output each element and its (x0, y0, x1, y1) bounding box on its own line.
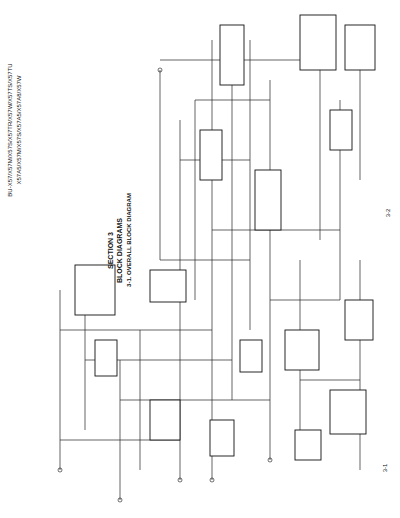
terminal-marks (58, 68, 272, 502)
circuit-blocks (75, 15, 375, 460)
section-title: SECTION 3 (106, 232, 113, 269)
page-number: 3-2 (385, 209, 391, 218)
page-number: 3-1 (382, 464, 388, 473)
wiring (60, 30, 360, 500)
model-list: X57A5/X57M/X57S/X57A5/X57A8/X57W (15, 75, 21, 184)
diagram-heading: 3-1. OVERALL BLOCK DIAGRAM (126, 193, 132, 287)
model-list: BU-X57/X57M/X57S/X57TR/X57W/X57TS/X57TU (6, 63, 12, 196)
section-subtitle: BLOCK DIAGRAMS (115, 218, 122, 283)
